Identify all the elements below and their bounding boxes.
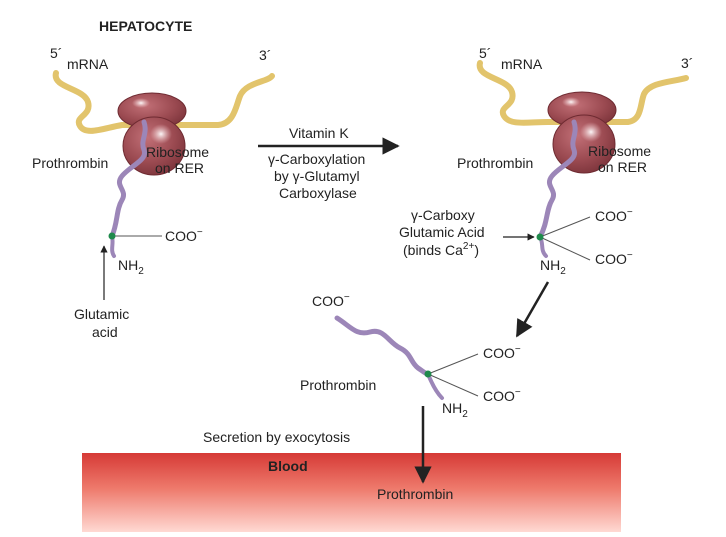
right-nh2-label: NH2 bbox=[540, 257, 566, 277]
mrna-strand-icon bbox=[52, 70, 275, 134]
secreted-coo-top-label: COO− bbox=[483, 344, 521, 361]
glutamic-acid-label-line2: acid bbox=[92, 324, 118, 340]
right-ribosome-label: Ribosome bbox=[588, 143, 651, 159]
left-ribosome-complex bbox=[52, 70, 275, 300]
secreted-coo-bottom-bond bbox=[427, 373, 479, 397]
secreted-coo-top-bond bbox=[427, 353, 479, 375]
right-rer-label: on RER bbox=[598, 159, 647, 175]
secreted-prothrombin-label: Prothrombin bbox=[300, 377, 376, 393]
left-ribosome-label: Ribosome bbox=[146, 144, 209, 160]
protein-chain-icon bbox=[537, 119, 578, 240]
right-ribosome-complex bbox=[476, 60, 689, 338]
secretion-path-arrow bbox=[515, 281, 550, 338]
gla-label-line2: Glutamic Acid bbox=[399, 224, 485, 240]
reaction-line2: by γ-Glutamyl bbox=[274, 168, 360, 184]
ribosome-icon bbox=[547, 91, 617, 174]
right-gla-node bbox=[536, 233, 544, 241]
secreted-coo-bottom-label: COO− bbox=[483, 387, 521, 404]
right-three-prime: 3´ bbox=[681, 55, 693, 71]
left-coo-label: COO− bbox=[165, 227, 203, 244]
mrna-strand-icon bbox=[476, 60, 689, 126]
blood-band bbox=[82, 453, 621, 532]
left-five-prime: 5´ bbox=[50, 45, 62, 61]
left-rer-label: on RER bbox=[155, 160, 204, 176]
right-coo-bottom-bond bbox=[539, 236, 591, 261]
right-prothrombin-label: Prothrombin bbox=[457, 155, 533, 171]
secreted-prothrombin bbox=[334, 315, 479, 484]
left-three-prime: 3´ bbox=[259, 47, 271, 63]
right-coo-top-label: COO− bbox=[595, 207, 633, 224]
glutamic-acid-label-line1: Glutamic bbox=[74, 306, 129, 322]
right-five-prime: 5´ bbox=[479, 45, 491, 61]
blood-label: Blood bbox=[268, 458, 308, 474]
left-nh2-label: NH2 bbox=[118, 257, 144, 277]
page-title: HEPATOCYTE bbox=[99, 18, 192, 34]
gla-label-line1: γ-Carboxy bbox=[411, 207, 475, 223]
gla-label-line3: (binds Ca2+) bbox=[403, 241, 479, 258]
protein-chain-icon bbox=[109, 119, 148, 239]
left-mrna-label: mRNA bbox=[67, 56, 109, 72]
protein-chain-icon bbox=[334, 315, 431, 377]
blood-prothrombin-label: Prothrombin bbox=[377, 486, 453, 502]
right-coo-top-bond bbox=[539, 216, 591, 238]
secretion-label: Secretion by exocytosis bbox=[203, 429, 350, 445]
left-glu-node bbox=[108, 232, 116, 240]
reaction-line1: γ-Carboxylation bbox=[268, 151, 365, 167]
reaction-line3: Carboxylase bbox=[279, 185, 357, 201]
secreted-nh2-label: NH2 bbox=[442, 400, 468, 420]
left-prothrombin-label: Prothrombin bbox=[32, 155, 108, 171]
vitamin-k-label: Vitamin K bbox=[289, 125, 349, 141]
secreted-gla-node bbox=[424, 370, 432, 378]
right-coo-bottom-label: COO− bbox=[595, 250, 633, 267]
secreted-coo-n-label: COO− bbox=[312, 292, 350, 309]
right-mrna-label: mRNA bbox=[501, 56, 543, 72]
